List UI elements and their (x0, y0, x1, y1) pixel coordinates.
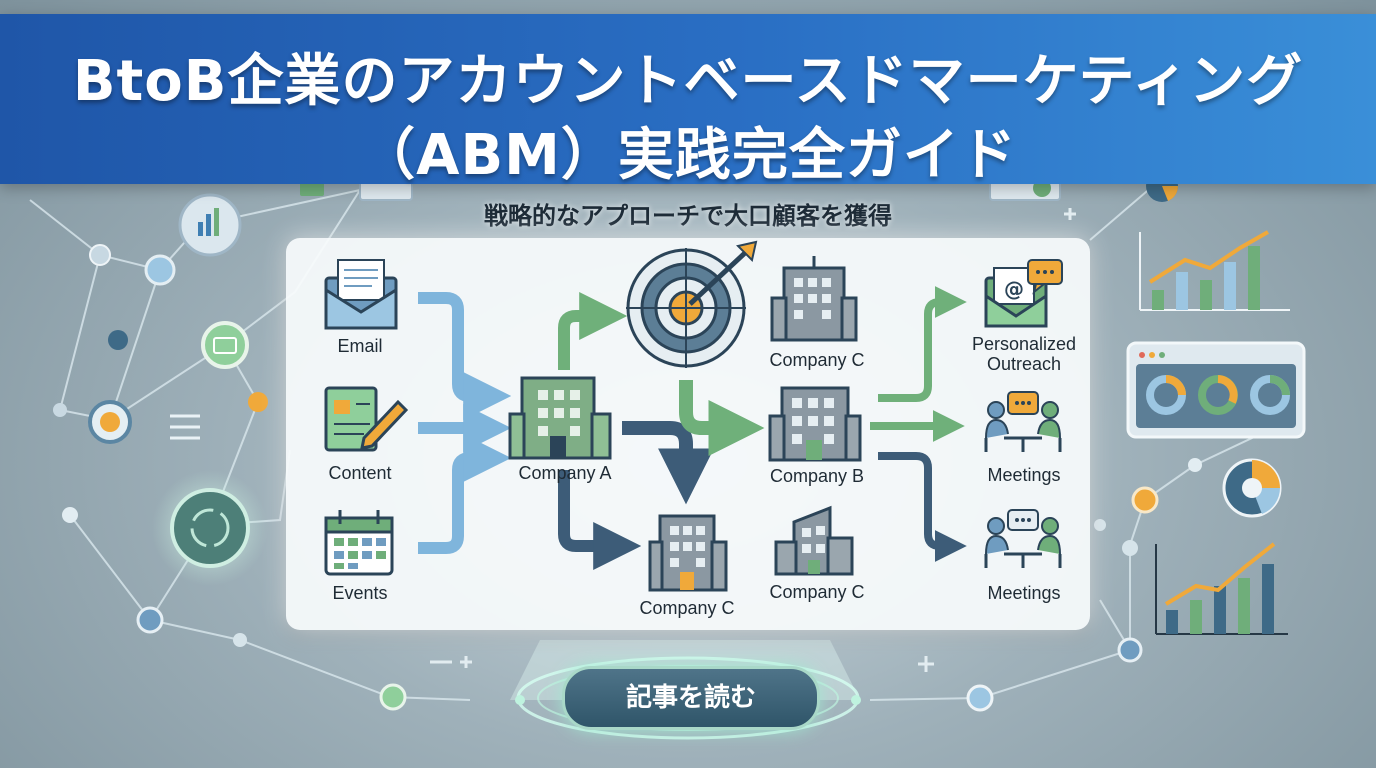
outcome-label-personalized-outreach: Personalized Outreach (956, 334, 1092, 374)
abm-flow-diagram: @ (324, 240, 1063, 592)
source-label-email: Email (337, 336, 383, 356)
outcome-label-line2: Outreach (986, 354, 1062, 374)
dashboard-window (1126, 341, 1306, 439)
building-icon-company-b (768, 386, 862, 462)
meeting-icon (984, 391, 1062, 452)
outcome-label-meetings-lower: Meetings (987, 583, 1061, 603)
company-label-c-bottom: Company C (769, 582, 865, 602)
outcome-label-line1: Personalized (971, 334, 1077, 354)
bar-chart-bottom-right (1155, 542, 1288, 635)
source-label-events: Events (332, 583, 388, 603)
source-label-content: Content (328, 463, 392, 483)
right-network-decor (918, 170, 1306, 712)
arrow-split-junction (622, 380, 765, 505)
left-network-nodes (53, 177, 472, 711)
building-icon-company-c-bottom (774, 505, 854, 576)
envelope-icon (324, 259, 398, 330)
company-label-a: Company A (518, 463, 612, 483)
calendar-icon (324, 510, 394, 576)
building-icon-company-c-top (770, 256, 858, 342)
arrow-a-to-target (558, 292, 628, 370)
email-chat-icon: @ (984, 259, 1063, 328)
page-subtitle: 戦略的なアプローチで大口顧客を獲得 (484, 202, 892, 230)
outcome-label-meetings: Meetings (987, 465, 1061, 485)
title-banner: BtoB企業のアカウントベースドマーケティング （ABM）実践完全ガイド (0, 14, 1376, 188)
company-label-c-lower: Company C (639, 598, 735, 618)
pie-chart-right (1222, 458, 1282, 518)
company-label-b: Company B (769, 466, 865, 486)
svg-text:@: @ (1004, 277, 1024, 301)
read-article-button[interactable]: 記事を読む (562, 666, 820, 730)
page-title-line2: （ABM）実践完全ガイド (359, 123, 1017, 188)
page-title-line1: BtoB企業のアカウントベースドマーケティング (72, 49, 1304, 114)
source-arrows (418, 292, 512, 554)
arrow-a-to-company-c-lower (558, 470, 642, 570)
bar-chart-top-right (1139, 230, 1290, 311)
company-label-c-top: Company C (769, 350, 865, 370)
abm-flow-panel: @ (286, 238, 1090, 630)
meeting-icon (984, 509, 1062, 568)
arrow-to-meetings-lower (878, 452, 967, 562)
target-icon (626, 240, 758, 368)
building-icon-company-a (508, 376, 612, 460)
building-icon-company-c-lower (648, 514, 728, 592)
document-icon (324, 386, 409, 452)
arrow-to-outreach (878, 286, 967, 402)
